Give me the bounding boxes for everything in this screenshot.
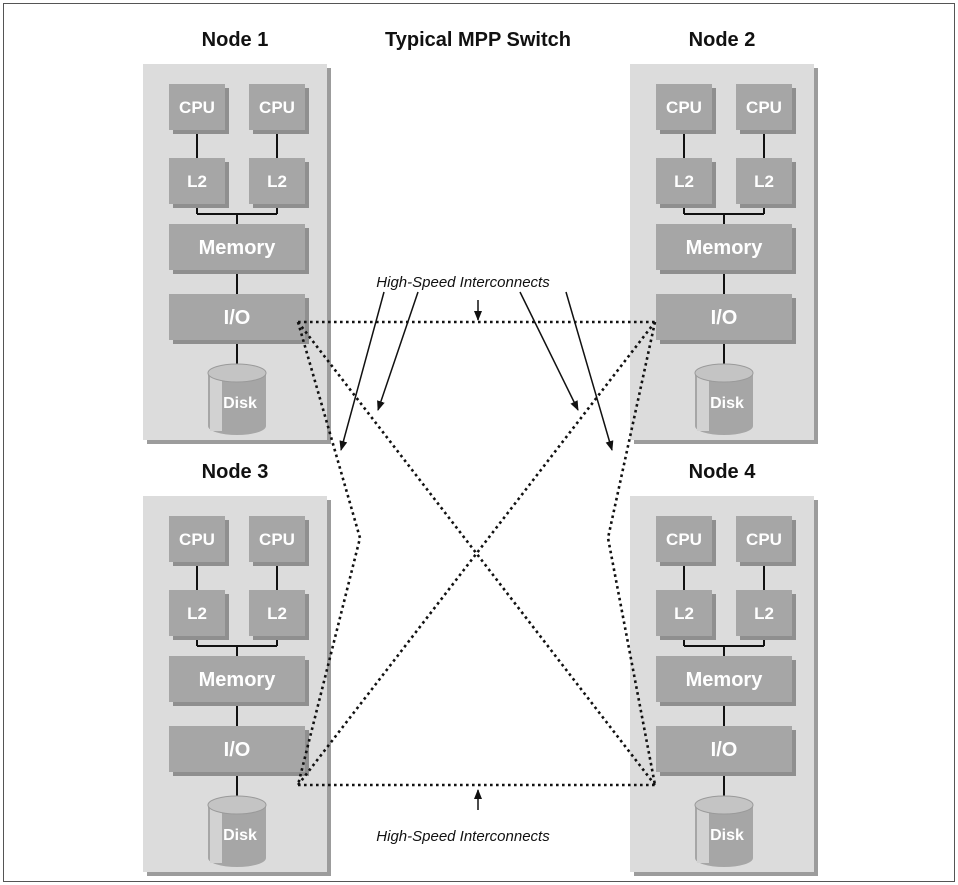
l2-cache-box-label: L2 xyxy=(267,604,287,623)
disk-icon: Disk xyxy=(207,795,267,867)
diagram-title: Typical MPP Switch xyxy=(385,29,571,51)
disk-top xyxy=(694,363,754,383)
l2-cache-box-label: L2 xyxy=(187,604,207,623)
disk-body xyxy=(695,373,753,435)
io-box-label: I/O xyxy=(711,739,738,761)
annotation-bottom: High-Speed Interconnects xyxy=(376,828,550,845)
disk-label: Disk xyxy=(223,395,257,412)
l2-cache-box-label: L2 xyxy=(674,604,694,623)
cpu-box xyxy=(656,84,712,130)
cpu-box xyxy=(249,84,305,130)
io-box xyxy=(169,294,305,340)
cpu-box xyxy=(169,84,225,130)
node-title: Node 1 xyxy=(202,29,269,51)
cpu-box-label: CPU xyxy=(179,530,215,549)
l2-cache-box-label: L2 xyxy=(674,172,694,191)
node-title: Node 2 xyxy=(689,29,756,51)
l2-cache-box xyxy=(249,158,305,204)
disk-body xyxy=(695,805,753,867)
memory-box xyxy=(656,224,792,270)
io-box-label: I/O xyxy=(224,739,251,761)
cpu-box-label: CPU xyxy=(179,98,215,117)
cpu-box xyxy=(736,84,792,130)
io-box xyxy=(656,294,792,340)
l2-cache-box xyxy=(656,158,712,204)
annotation-arrow xyxy=(339,291,385,451)
interconnect-links xyxy=(296,320,657,787)
disk-icon: Disk xyxy=(694,795,754,867)
annotation-arrow xyxy=(565,291,614,451)
cpu-box xyxy=(169,516,225,562)
disk-body xyxy=(208,373,266,435)
node-title: Node 3 xyxy=(202,461,269,483)
cpu-box-label: CPU xyxy=(259,530,295,549)
disk-top xyxy=(207,795,267,815)
l2-cache-box-label: L2 xyxy=(187,172,207,191)
io-box-label: I/O xyxy=(711,307,738,329)
l2-cache-box-label: L2 xyxy=(754,172,774,191)
link-node2-node3 xyxy=(296,321,657,786)
cpu-box-label: CPU xyxy=(666,98,702,117)
io-box xyxy=(169,726,305,772)
memory-box xyxy=(656,656,792,702)
cpu-box xyxy=(656,516,712,562)
l2-cache-box xyxy=(169,158,225,204)
cpu-box-label: CPU xyxy=(666,530,702,549)
node-title: Node 4 xyxy=(689,461,757,483)
disk-highlight xyxy=(210,805,222,863)
annotation-arrow xyxy=(377,291,419,411)
cpu-box xyxy=(249,516,305,562)
memory-box-label: Memory xyxy=(686,669,764,691)
disk-highlight xyxy=(697,373,709,431)
disk-icon: Disk xyxy=(694,363,754,435)
link-node2-node4 xyxy=(606,321,657,786)
l2-cache-box-label: L2 xyxy=(754,604,774,623)
io-box xyxy=(656,726,792,772)
io-box-label: I/O xyxy=(224,307,251,329)
cpu-box-label: CPU xyxy=(746,98,782,117)
l2-cache-box xyxy=(656,590,712,636)
disk-highlight xyxy=(210,373,222,431)
l2-cache-box xyxy=(249,590,305,636)
disk-highlight xyxy=(697,805,709,863)
link-node1-node4 xyxy=(296,321,657,786)
l2-cache-box xyxy=(736,158,792,204)
l2-cache-box xyxy=(736,590,792,636)
disk-icon: Disk xyxy=(207,363,267,435)
memory-box xyxy=(169,224,305,270)
memory-box-label: Memory xyxy=(686,237,764,259)
l2-cache-box-label: L2 xyxy=(267,172,287,191)
diagram-frame xyxy=(3,3,955,882)
annotation-top: High-Speed Interconnects xyxy=(376,274,550,291)
disk-top xyxy=(694,795,754,815)
cpu-box xyxy=(736,516,792,562)
l2-cache-box xyxy=(169,590,225,636)
memory-box-label: Memory xyxy=(199,669,277,691)
disk-label: Disk xyxy=(710,827,744,844)
disk-label: Disk xyxy=(710,395,744,412)
annotation-arrow xyxy=(519,291,579,411)
cpu-box-label: CPU xyxy=(746,530,782,549)
disk-label: Disk xyxy=(223,827,257,844)
memory-box-label: Memory xyxy=(199,237,277,259)
disk-body xyxy=(208,805,266,867)
memory-box xyxy=(169,656,305,702)
cpu-box-label: CPU xyxy=(259,98,295,117)
disk-top xyxy=(207,363,267,383)
